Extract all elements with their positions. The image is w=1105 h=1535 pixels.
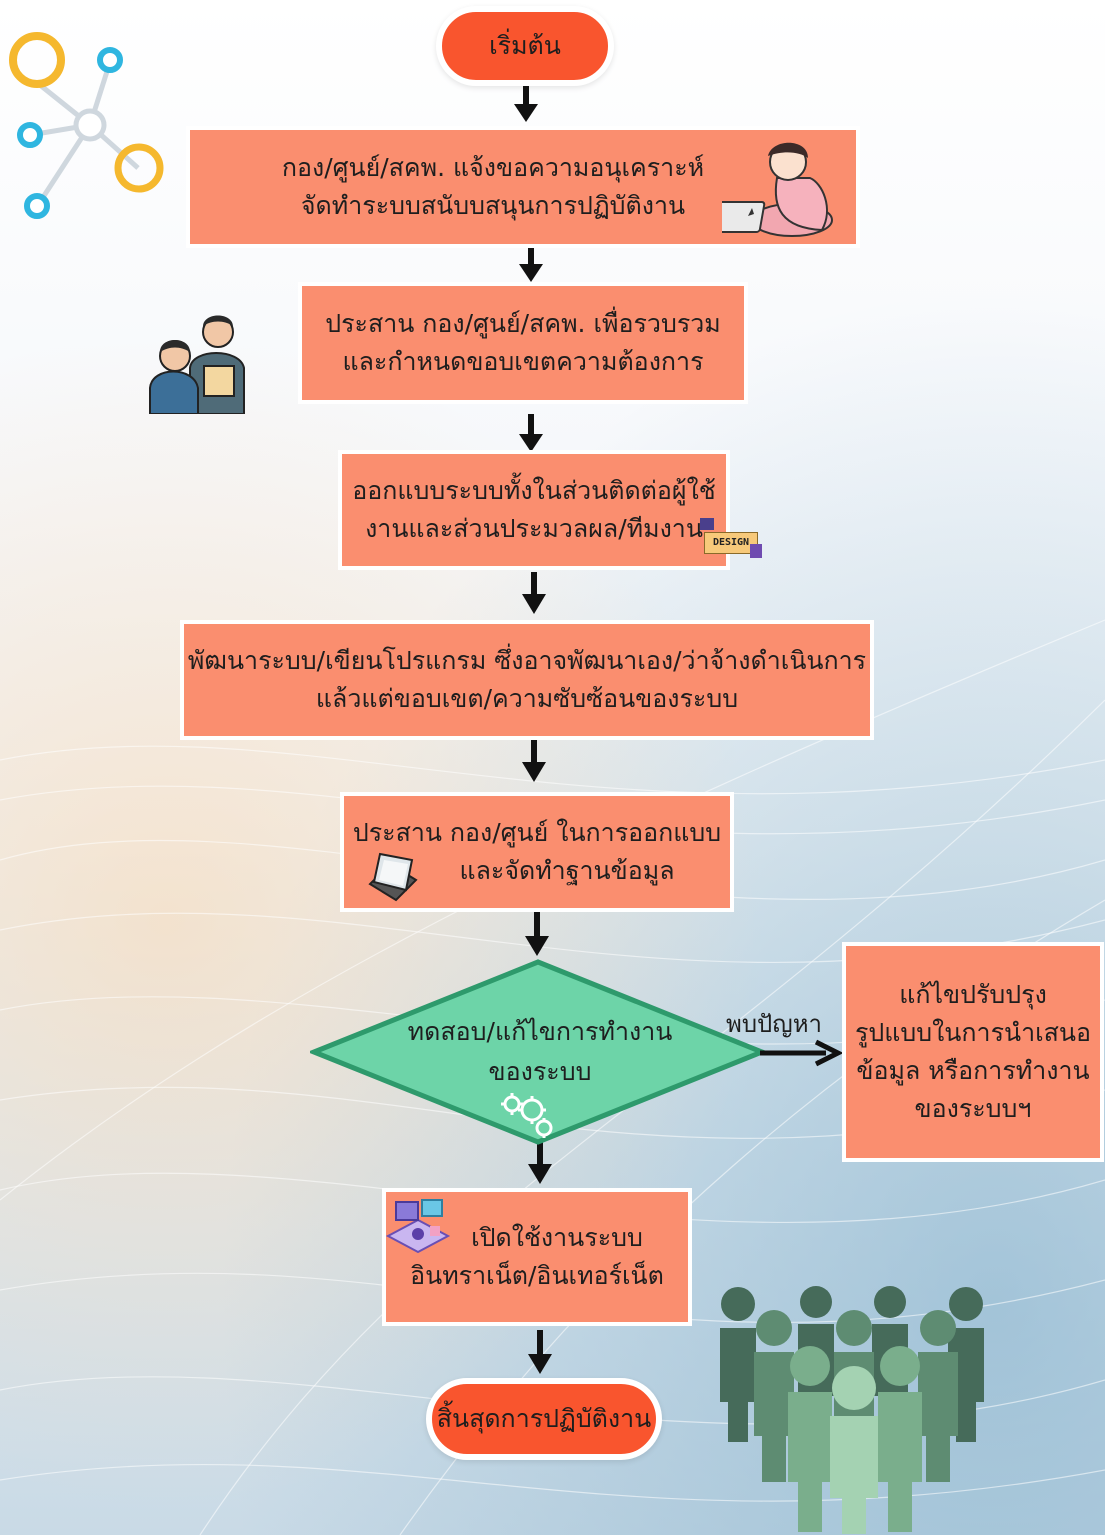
step-text-line: แล้วแต่ขอบเขต/ความซับซ้อนของระบบ [315, 684, 739, 713]
decision-text: ทดสอบ/แก้ไขการทำงาน ของระบบ [380, 1012, 700, 1092]
arrow-down-icon [519, 414, 543, 452]
decision-line: ทดสอบ/แก้ไขการทำงาน [407, 1017, 673, 1046]
fix-line: แก้ไขปรับปรุง [899, 980, 1047, 1009]
start-terminal: เริ่มต้น [436, 6, 614, 86]
step-text-line: พัฒนาระบบ/เขียนโปรแกรม ซึ่งอาจพัฒนาเอง/ว… [187, 646, 867, 675]
meeting-people-icon [149, 315, 245, 414]
step-gather-box: ประสาน กอง/ศูนย์/สคพ. เพื่อรวบรวม และกำห… [298, 282, 748, 404]
step-deploy-box: เปิดใช้งานระบบ อินทราเน็ต/อินเทอร์เน็ต [382, 1188, 692, 1326]
step-text-line: ประสาน กอง/ศูนย์ ในการออกแบบ [352, 818, 722, 847]
step-text-line: และจัดทำฐานข้อมูล [459, 856, 675, 885]
fix-box: แก้ไขปรับปรุง รูปแบบในการนำเสนอ ข้อมูล ห… [842, 942, 1104, 1162]
decision-diamond [310, 959, 766, 1145]
fix-line: รูปแบบในการนำเสนอ [854, 1018, 1092, 1047]
decision-line: ของระบบ [488, 1057, 592, 1086]
end-label: สิ้นสุดการปฏิบัติงาน [436, 1404, 652, 1433]
network-icon [9, 32, 164, 219]
computer-devices-icon [385, 1199, 451, 1254]
deploy-line: เปิดใช้งานระบบ [471, 1223, 643, 1252]
step-text-line: กอง/ศูนย์/สคพ. แจ้งขอความอนุเคราะห์ [281, 153, 705, 182]
arrow-down-icon [522, 740, 546, 782]
gears-icon [501, 1093, 553, 1138]
arrow-down-icon [519, 244, 543, 282]
start-label: เริ่มต้น [489, 31, 561, 60]
arrow-down-icon [522, 572, 546, 614]
arrow-down-icon [528, 1140, 552, 1184]
design-sticker-label: DESIGN [704, 532, 758, 554]
design-sticker-icon: DESIGN [700, 518, 762, 560]
step-design-box: ออกแบบระบบทั้งในส่วนติดต่อผู้ใช้ งานและส… [338, 450, 730, 570]
arrow-down-icon [514, 86, 538, 122]
step-text-line: งานและส่วนประมวลผล/ทีมงาน [365, 514, 703, 543]
step-text-line: ออกแบบระบบทั้งในส่วนติดต่อผู้ใช้ [352, 476, 716, 505]
fix-line: ข้อมูล หรือการทำงาน [856, 1056, 1090, 1085]
tablet-icon [368, 852, 418, 902]
branch-label: พบปัญหา [726, 1010, 823, 1038]
crowd-icon [720, 1286, 984, 1534]
arrow-down-icon [528, 1330, 552, 1374]
step-text-line: และกำหนดขอบเขตความต้องการ [342, 347, 704, 376]
step-develop-box: พัฒนาระบบ/เขียนโปรแกรม ซึ่งอาจพัฒนาเอง/ว… [180, 620, 874, 740]
arrow-right-icon [760, 1039, 842, 1067]
step-database-box: ประสาน กอง/ศูนย์ ในการออกแบบ และจัดทำฐาน… [340, 792, 734, 912]
person-laptop-icon [722, 142, 833, 237]
step-text-line: จัดทำระบบสนับบสนุนการปฏิบัติงาน [300, 191, 686, 220]
end-terminal: สิ้นสุดการปฏิบัติงาน [426, 1378, 662, 1460]
deploy-line: อินทราเน็ต/อินเทอร์เน็ต [410, 1261, 664, 1290]
arrow-down-icon [525, 912, 549, 956]
step-text-line: ประสาน กอง/ศูนย์/สคพ. เพื่อรวบรวม [325, 309, 721, 338]
fix-line: ของระบบฯ [914, 1094, 1032, 1123]
